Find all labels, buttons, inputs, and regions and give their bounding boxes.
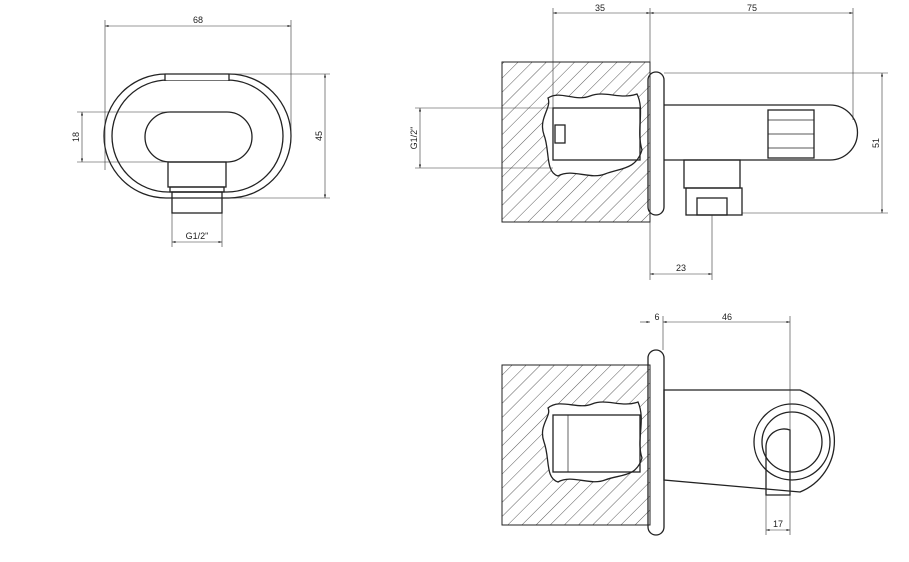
- outlet-ring: [753, 403, 831, 481]
- front-view: 68 45 18 G1/2": [71, 15, 330, 247]
- dim-projection: 75: [747, 3, 757, 13]
- dim-height: 51: [871, 138, 881, 148]
- side-view: 35 75 51 G1/2" 23: [409, 3, 888, 280]
- dim-depth: 35: [595, 3, 605, 13]
- body: [663, 389, 836, 493]
- stem: [167, 161, 227, 188]
- dim-thread: G1/2": [186, 231, 209, 241]
- top-view: 6 46 17: [501, 312, 836, 536]
- flange: [647, 71, 665, 216]
- recess-cavity: [541, 401, 643, 483]
- thread: [171, 191, 223, 214]
- inner-oval: [111, 79, 284, 193]
- dim-outlet-offset: 23: [676, 263, 686, 273]
- dim-width: 68: [193, 15, 203, 25]
- dim-outlet-width: 17: [773, 519, 783, 529]
- opening: [144, 111, 253, 163]
- body: [664, 104, 859, 161]
- dim-flange: 6: [654, 312, 659, 322]
- recess-cavity: [541, 93, 643, 177]
- body-insert: [552, 107, 641, 161]
- dim-opening: 18: [71, 132, 81, 142]
- dim-outlet-distance: 46: [722, 312, 732, 322]
- nut: [683, 159, 741, 189]
- dim-height: 45: [314, 131, 324, 141]
- dim-thread: G1/2": [409, 127, 419, 150]
